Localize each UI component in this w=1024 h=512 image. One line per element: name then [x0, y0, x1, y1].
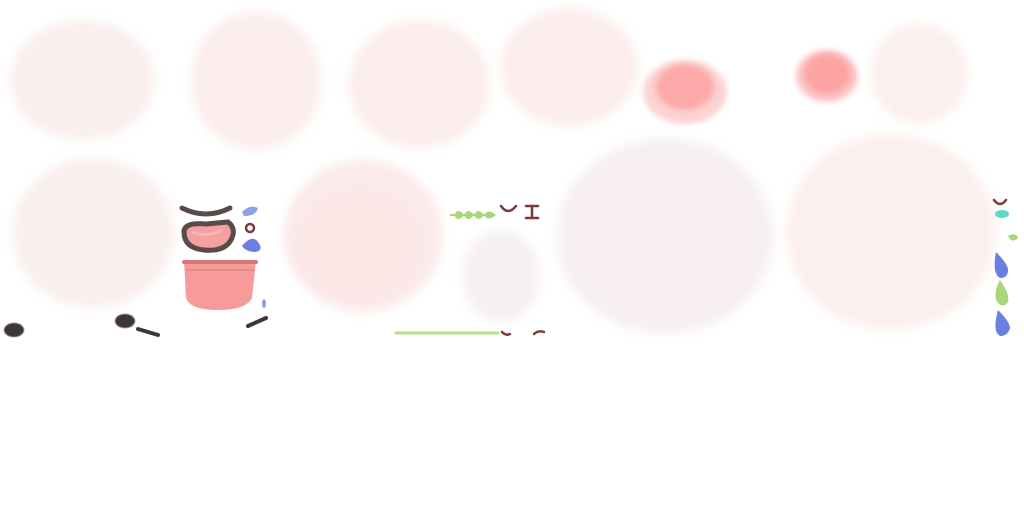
skin-blob-icon — [12, 158, 174, 308]
eye-icon — [244, 222, 256, 234]
brow-icon — [499, 204, 540, 220]
mouth-parts-group — [179, 205, 258, 310]
ash-spot-icon — [4, 323, 24, 337]
skin-blob-icon — [10, 20, 155, 140]
blush-icon — [804, 54, 850, 94]
tear-icon — [242, 206, 258, 216]
skin-blob-icon — [870, 24, 968, 124]
brow-icon — [992, 198, 1008, 206]
tear-icon — [262, 299, 266, 308]
leaf-icon — [995, 280, 1009, 306]
tear-icon — [242, 238, 261, 252]
blush-icon — [656, 64, 714, 110]
skin-blob-icon — [190, 12, 322, 150]
tear-parts-group — [242, 206, 268, 328]
skin-blob-icon — [786, 134, 996, 330]
tear-icon — [994, 252, 1008, 278]
ash-spot-icon — [246, 316, 268, 328]
skin-blob-icon — [462, 230, 540, 322]
ash-spot-icon — [136, 327, 160, 337]
mouth-icon — [179, 205, 233, 217]
skin-blob-icon — [556, 138, 774, 334]
eye-icon — [995, 210, 1009, 218]
skin-blob-icon — [348, 20, 490, 148]
bowl-icon — [184, 260, 256, 310]
leaf-icon — [1008, 234, 1018, 241]
right-parts-group — [992, 198, 1018, 336]
mouth-icon — [181, 219, 236, 253]
leaf-icon — [394, 331, 500, 335]
brow-icon — [500, 330, 546, 336]
leaf-icon — [450, 211, 496, 219]
skin-blob-icon — [300, 190, 420, 300]
ash-spot-icon — [115, 314, 135, 328]
tear-icon — [995, 310, 1010, 336]
skin-blob-icon — [500, 8, 638, 126]
